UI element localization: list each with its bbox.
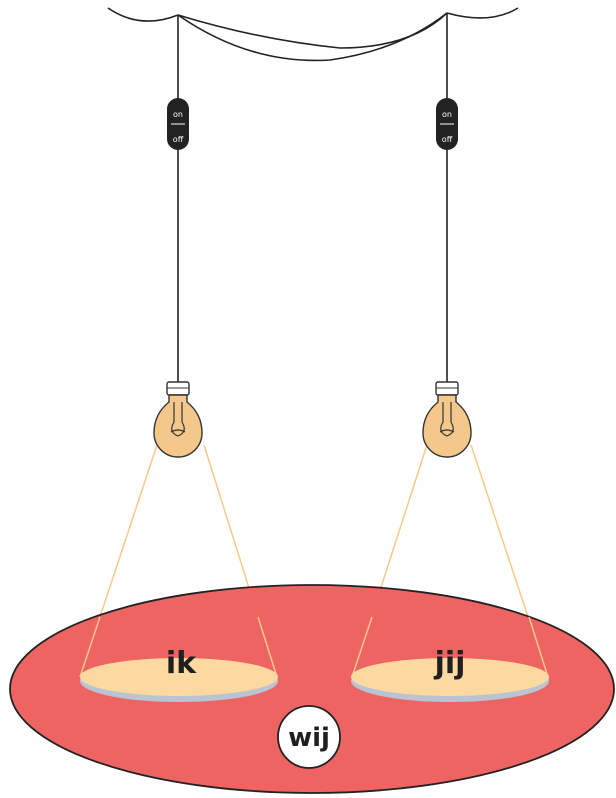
right-spotlight: jij <box>351 646 549 702</box>
spot-label-ik: ik <box>166 646 197 681</box>
right-switch-icon[interactable]: on off <box>436 98 458 150</box>
left-switch-icon[interactable]: on off <box>167 98 189 150</box>
ceiling-wires <box>107 7 519 62</box>
right-lamp: on off <box>351 13 549 678</box>
spot-label-jij: jij <box>434 646 466 681</box>
right-switch-on-label: on <box>442 110 452 119</box>
left-switch-off-label: off <box>173 135 184 144</box>
floor-ellipse <box>9 584 615 794</box>
left-light-bulb-icon <box>153 381 203 458</box>
right-light-bulb-icon <box>422 381 472 458</box>
left-switch-on-label: on <box>173 110 183 119</box>
left-lamp: on off <box>79 15 278 678</box>
center-badge: wij <box>277 705 341 769</box>
center-label-wij: wij <box>288 723 330 753</box>
left-spotlight: ik <box>80 646 278 702</box>
right-switch-off-label: off <box>442 135 453 144</box>
